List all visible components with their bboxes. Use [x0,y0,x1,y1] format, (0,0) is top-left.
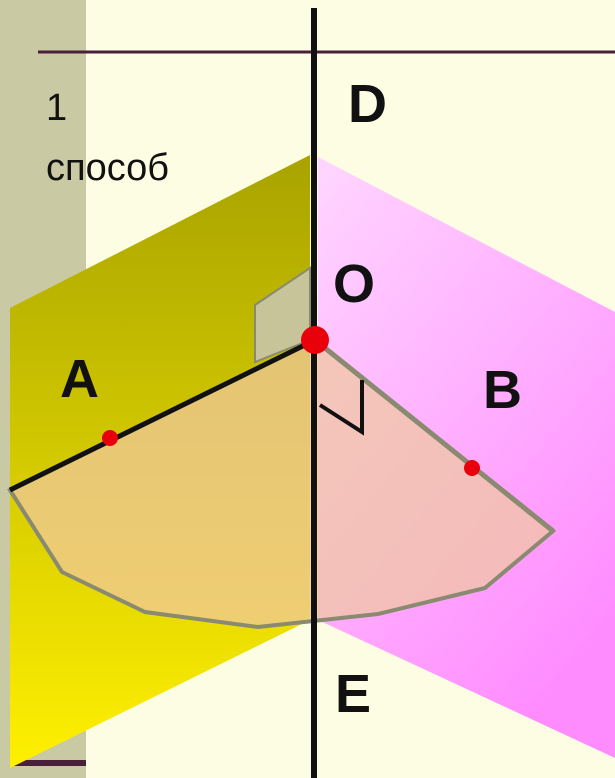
point-o [301,326,329,354]
label-d: D [348,74,387,134]
right-angle-mark [318,380,364,436]
ray-oa [8,337,317,493]
method-number: 1 [46,87,67,129]
point-on-ray-oa [102,430,118,446]
point-on-ray-ob [464,460,480,476]
ray-ob [313,338,555,533]
label-o: O [333,254,375,314]
linear-angle-sector [7,337,557,630]
label-e: E [335,664,371,724]
label-b: B [483,360,522,420]
method-word: способ [46,147,169,189]
label-a: A [60,349,99,409]
